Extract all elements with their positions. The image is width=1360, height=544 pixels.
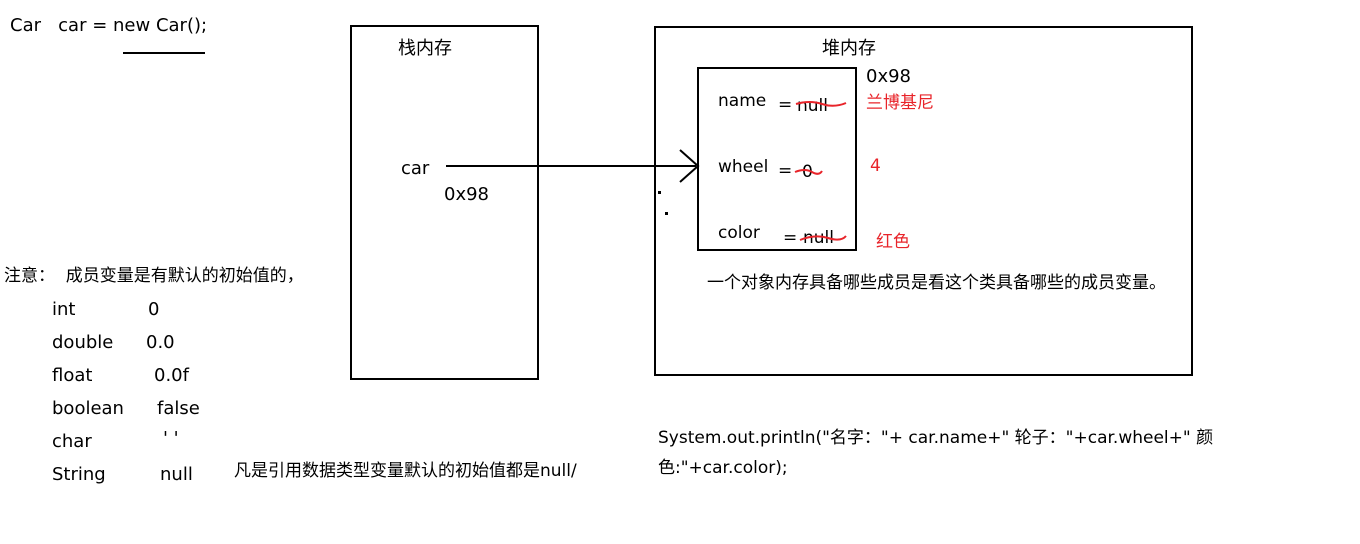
- field-color-label: color: [718, 223, 760, 243]
- strike-color-null: [799, 235, 847, 241]
- field-color-equals: =: [783, 228, 798, 248]
- type-char: char: [52, 431, 92, 452]
- type-double: double: [52, 332, 114, 353]
- code-statement: Car car = new Car();: [10, 15, 208, 36]
- stack-variable-car: car: [401, 158, 430, 179]
- object-box: [697, 67, 857, 251]
- field-wheel-label: wheel: [718, 157, 769, 177]
- code-underline: [123, 52, 205, 54]
- type-int: int: [52, 299, 76, 320]
- value-char: ' ': [163, 428, 179, 449]
- type-float: float: [52, 365, 93, 386]
- dot-mark: [658, 191, 661, 194]
- field-wheel-default: 0: [802, 162, 813, 182]
- stack-memory-title: 栈内存: [398, 38, 452, 59]
- field-name-label: name: [718, 91, 767, 111]
- reference-arrow: [446, 149, 700, 183]
- stack-memory-box: [350, 25, 539, 380]
- field-wheel-equals: =: [778, 161, 793, 181]
- value-float: 0.0f: [154, 365, 189, 386]
- field-name-assigned: 兰博基尼: [866, 93, 934, 113]
- heap-note: 一个对象内存具备哪些成员是看这个类具备哪些的成员变量。: [707, 273, 1166, 293]
- reference-type-note: 凡是引用数据类型变量默认的初始值都是null/: [234, 461, 577, 481]
- type-string: String: [52, 464, 106, 485]
- value-int: 0: [148, 299, 160, 320]
- object-address: 0x98: [866, 66, 912, 87]
- strike-name-null: [795, 101, 847, 107]
- dot-mark: [665, 212, 668, 215]
- println-statement: System.out.println("名字："+ car.name+" 轮子：…: [658, 428, 1214, 478]
- strike-wheel-zero: [794, 169, 823, 175]
- field-wheel-assigned: 4: [870, 156, 881, 176]
- heap-memory-box: [654, 26, 1193, 376]
- field-name-equals: =: [778, 95, 793, 115]
- value-string: null: [160, 464, 193, 485]
- type-boolean: boolean: [52, 398, 124, 419]
- value-double: 0.0: [146, 332, 175, 353]
- field-color-default: null: [803, 228, 834, 248]
- default-values-heading: 注意： 成员变量是有默认的初始值的，: [4, 266, 304, 286]
- field-color-assigned: 红色: [876, 232, 910, 252]
- stack-variable-address: 0x98: [444, 184, 490, 205]
- value-boolean: false: [157, 398, 200, 419]
- heap-memory-title: 堆内存: [822, 38, 876, 59]
